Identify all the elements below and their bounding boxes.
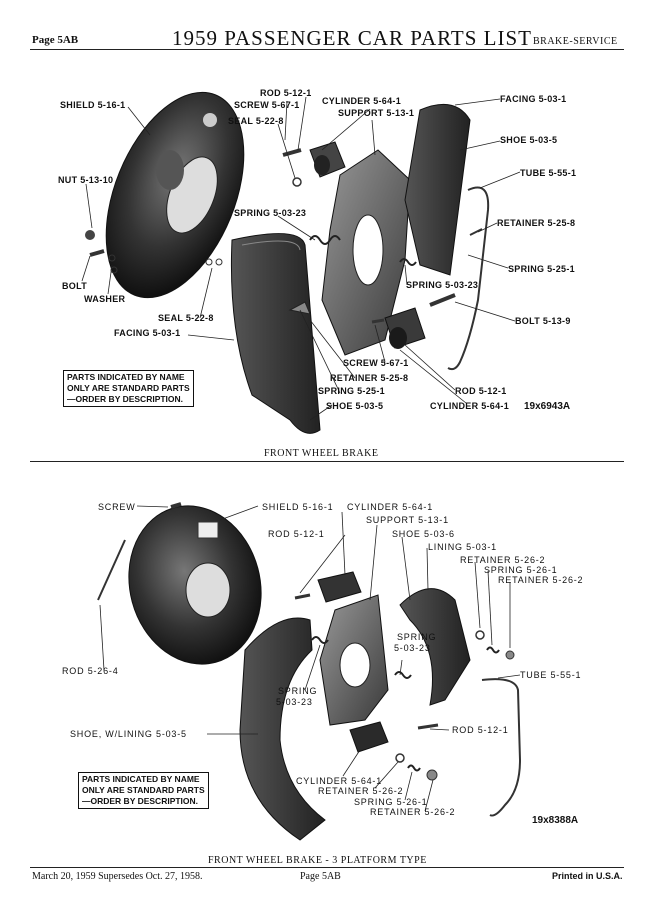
label-rod: ROD 5-12-1: [268, 529, 325, 539]
label-nut: NUT 5-13-10: [58, 175, 114, 185]
label-retainer: RETAINER 5-26-2: [370, 807, 456, 817]
label-support: SUPPORT 5-13-1: [338, 108, 415, 118]
fig2-springs-and-pins: [294, 593, 515, 781]
label-spring: SPRING 5-26-1: [354, 797, 428, 807]
fig2-leader-lines: [99, 505, 521, 812]
label-bolt: BOLT: [62, 281, 88, 291]
header-rule: [30, 49, 624, 50]
label-screw: SCREW 5-67-1: [343, 358, 409, 368]
label-shoe: SHOE 5-03-5: [326, 401, 384, 411]
label-spring: SPRING 5-26-1: [484, 565, 558, 575]
label-retainer: RETAINER 5-25-8: [497, 218, 576, 228]
label-spring: SPRING: [397, 632, 437, 642]
label-spring: SPRING 5-25-1: [508, 264, 575, 274]
fig1-leader-lines: [81, 96, 521, 421]
fig1-cylinders: [309, 141, 426, 349]
label-rod: ROD 5-12-1: [455, 386, 507, 396]
footer-printed: Printed in U.S.A.: [552, 871, 623, 881]
fig2-cylinders: [317, 571, 389, 753]
figure-caption: FRONT WHEEL BRAKE - 3 PLATFORM TYPE: [208, 855, 427, 866]
label-rod: ROD 5-12-1: [260, 88, 312, 98]
page-number: Page 5AB: [32, 34, 79, 46]
figure-id: 19x6943A: [524, 401, 571, 412]
parts-note: PARTS INDICATED BY NAME ONLY ARE STANDAR…: [63, 370, 194, 407]
figure-id: 19x8388A: [532, 815, 579, 826]
label-spring: SPRING 5-25-1: [318, 386, 385, 396]
label-spring: SPRING 5-03-23: [406, 280, 479, 290]
fig2-shield: [128, 505, 262, 665]
label-cylinder: CYLINDER 5-64-1: [347, 502, 434, 512]
label-shield: SHIELD 5-16-1: [262, 502, 334, 512]
label-support: SUPPORT 5-13-1: [366, 515, 449, 525]
label-seal: SEAL 5-22-8: [158, 313, 214, 323]
label-washer: WASHER: [84, 294, 126, 304]
section-name: BRAKE-SERVICE: [533, 36, 618, 47]
fig1-support-plate: [321, 149, 411, 356]
figure-divider: [30, 461, 624, 462]
note-line: ONLY ARE STANDARD PARTS: [82, 785, 205, 795]
label-tube: TUBE 5-55-1: [520, 670, 582, 680]
note-line: PARTS INDICATED BY NAME: [82, 774, 200, 784]
fig1-shield: [105, 91, 245, 299]
footer-date: March 20, 1959 Supersedes Oct. 27, 1958.: [32, 871, 203, 882]
label-bolt: BOLT 5-13-9: [515, 316, 571, 326]
fig1-upper-shoe: [404, 103, 471, 276]
label-spring: SPRING: [278, 686, 318, 696]
footer-page-number: Page 5AB: [300, 871, 341, 882]
label-spring-number: 5-03-23: [394, 643, 431, 653]
label-cylinder: CYLINDER 5-64-1: [296, 776, 383, 786]
note-line: ONLY ARE STANDARD PARTS: [67, 383, 190, 393]
page-title: 1959 PASSENGER CAR PARTS LIST: [172, 26, 532, 50]
label-rod: ROD 5-26-4: [62, 666, 119, 676]
fig2-lower-shoe: [239, 617, 326, 841]
fig1-lower-shoe: [230, 233, 321, 434]
label-retainer: RETAINER 5-26-2: [318, 786, 404, 796]
label-screw: SCREW 5-67-1: [234, 100, 300, 110]
label-spring: SPRING 5-03-23: [234, 208, 307, 218]
label-shoe: SHOE 5-03-6: [392, 529, 455, 539]
label-rod: ROD 5-12-1: [452, 725, 509, 735]
label-shield: SHIELD 5-16-1: [60, 100, 126, 110]
figure-caption: FRONT WHEEL BRAKE: [264, 448, 379, 459]
label-cylinder: CYLINDER 5-64-1: [430, 401, 510, 411]
label-tube: TUBE 5-55-1: [520, 168, 577, 178]
label-facing: FACING 5-03-1: [114, 328, 181, 338]
label-lining: LINING 5-03-1: [428, 542, 497, 552]
label-retainer: RETAINER 5-25-8: [330, 373, 409, 383]
fig2-support-plate: [319, 594, 389, 726]
note-line: PARTS INDICATED BY NAME: [67, 372, 185, 382]
parts-note: PARTS INDICATED BY NAME ONLY ARE STANDAR…: [78, 772, 209, 809]
label-facing: FACING 5-03-1: [500, 94, 567, 104]
label-shoe: SHOE, W/LINING 5-03-5: [70, 729, 187, 739]
label-shoe: SHOE 5-03-5: [500, 135, 558, 145]
fig1-brake-tube: [447, 186, 490, 371]
label-retainer: RETAINER 5-26-2: [460, 555, 546, 565]
label-seal: SEAL 5-22-8: [228, 116, 284, 126]
label-screw: SCREW: [98, 502, 136, 512]
note-line: —ORDER BY DESCRIPTION.: [67, 394, 184, 404]
label-cylinder: CYLINDER 5-64-1: [322, 96, 402, 106]
note-line: —ORDER BY DESCRIPTION.: [82, 796, 199, 806]
fig1-springs-and-pins: [282, 148, 483, 324]
fig2-small-hardware: [97, 502, 182, 601]
fig1-small-hardware: [85, 230, 223, 274]
fig2-upper-shoe: [399, 588, 471, 706]
label-spring-number: 5-03-23: [276, 697, 313, 707]
label-retainer: RETAINER 5-26-2: [498, 575, 584, 585]
fig2-brake-tube: [481, 678, 522, 817]
footer-rule: [30, 867, 624, 868]
